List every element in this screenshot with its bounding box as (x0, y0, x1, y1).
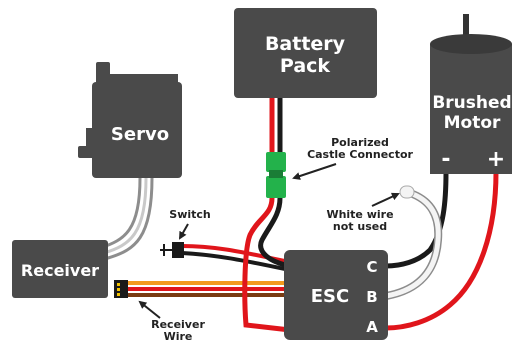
motor-end-cap (430, 34, 512, 54)
esc-label: ESC (311, 286, 349, 307)
white-wire-callout-arrow (371, 192, 400, 207)
battery-label-line1: Battery (265, 33, 346, 55)
connector-callout-arrow (292, 163, 337, 180)
receiver-plug (114, 280, 128, 298)
switch-wires (180, 244, 292, 272)
motor-positive-terminal: + (487, 147, 505, 172)
switch-callout-label: Switch (169, 208, 210, 221)
servo (78, 62, 182, 178)
motor-body (430, 44, 512, 174)
castle-connector (266, 152, 286, 198)
motor-label-line2: Motor (444, 113, 501, 133)
white-wire-callout-line2: not used (333, 220, 387, 233)
esc-terminal-b: B (366, 288, 377, 306)
battery-wires (242, 95, 293, 333)
motor-shaft (463, 14, 469, 54)
motor-wires (382, 169, 499, 331)
switch (160, 242, 184, 258)
motor-label-line1: Brushed (432, 93, 511, 113)
esc-terminal-a: A (366, 318, 378, 336)
receiver-wire-callout-line1: Receiver (151, 318, 205, 331)
receiver-box (12, 240, 108, 298)
servo-label: Servo (111, 124, 169, 145)
esc-terminal-c: C (366, 258, 377, 276)
receiver-wire-callout-line2: Wire (164, 330, 193, 343)
servo-box (92, 82, 182, 178)
switch-callout-arrow (179, 223, 189, 240)
battery-label-line2: Pack (280, 55, 330, 77)
receiver-wire (126, 281, 290, 297)
white-wire-tip (399, 185, 415, 199)
connector-callout-line2: Castle Connector (307, 148, 413, 161)
esc-box (284, 250, 388, 340)
battery-pack-box (234, 8, 377, 98)
motor-negative-terminal: - (441, 147, 450, 172)
receiver-wire-callout-arrow (138, 300, 161, 319)
receiver-label: Receiver (21, 261, 99, 280)
connector-callout-line1: Polarized (331, 136, 389, 149)
brushed-motor (430, 14, 512, 174)
white-wire-callout-line1: White wire (326, 208, 393, 221)
